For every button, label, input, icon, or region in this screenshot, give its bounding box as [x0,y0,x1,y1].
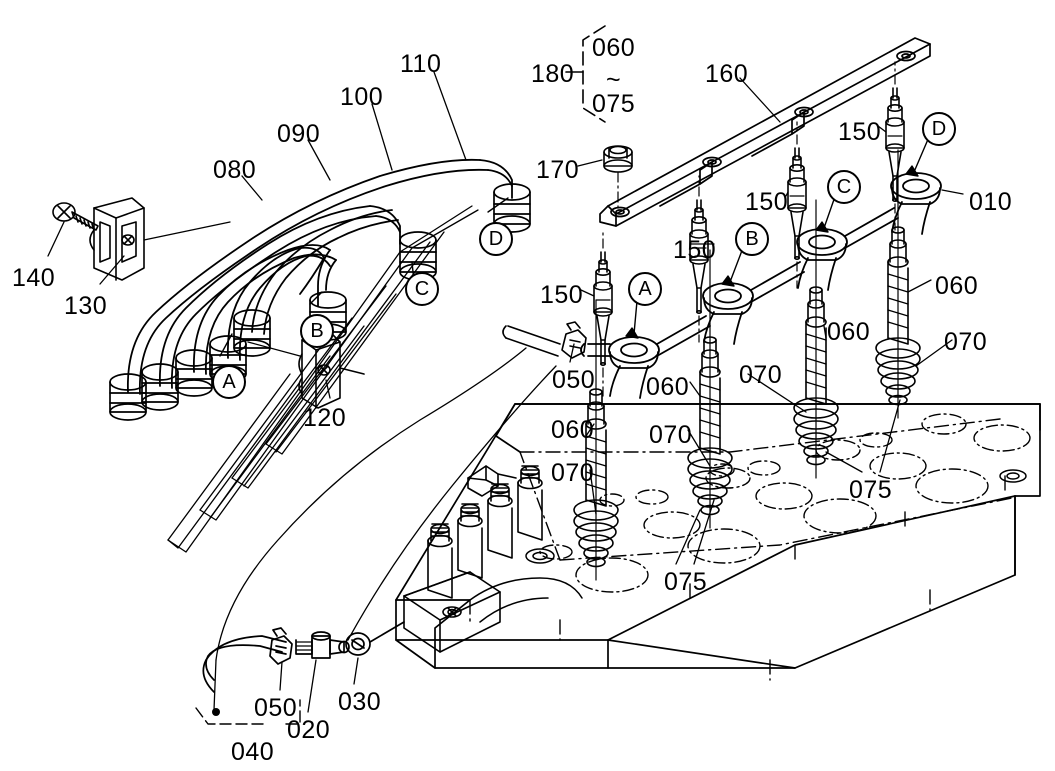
circled-ref-d-pipe: D [479,222,513,256]
circled-ref-b: B [735,222,769,256]
nut-170 [603,145,633,213]
callout-050-clip-upper: 050 [552,366,596,394]
callout-150-glow-plug-a: 150 [540,281,584,309]
screw-140 [52,202,99,231]
callout-080-injection-pipe-1: 080 [213,156,257,184]
injection-nozzle-c [793,199,839,479]
callout-180-range-tilde: ~ [606,66,622,94]
callout-075-seal-right: 075 [849,476,893,504]
callout-075-seal-left: 075 [664,568,708,596]
pipe-pump-union-nuts [109,309,271,421]
callout-140-screw: 140 [12,264,56,292]
circled-ref-leaders [219,129,933,357]
overflow-hose-040 [195,621,405,725]
callout-170-nut: 170 [536,156,580,184]
callout-180-group-bracket: 180 [531,60,575,88]
head-port-circles [539,413,1031,593]
assembly-guide-lines [213,347,557,711]
callout-070-gasket-left: 070 [649,421,693,449]
callout-060-nozzle-mid: 060 [827,318,871,346]
callout-120-clamp-lower: 120 [303,404,347,432]
callout-010-nozzle-holder: 010 [969,188,1013,216]
injection-nozzle-b [687,249,733,529]
callout-160-clamp-bar: 160 [705,60,749,88]
glow-plug-d-150 [885,61,905,231]
injection-pipes-group [127,158,513,395]
head-deck-contour [469,418,1013,681]
head-bore-rings [469,469,1027,623]
callout-070-gasket-mid: 070 [739,361,783,389]
callout-150-glow-plug-c: 150 [745,188,789,216]
callout-110-injection-pipe-4: 110 [400,50,442,78]
callout-090-injection-pipe-2: 090 [277,120,321,148]
callout-180-range-end: 075 [592,90,636,118]
circled-ref-c: C [827,170,861,204]
engine-cylinder-head [395,403,1041,669]
callout-070-gasket-right: 070 [944,328,988,356]
circled-ref-a: A [628,272,662,306]
pipe-union-nuts [309,183,531,341]
glow-plug-b-150 [689,175,709,343]
circled-ref-d: D [922,112,956,146]
phantom-assembly-outline [167,205,479,553]
glow-plug-c-150 [787,121,807,289]
glow-plug-clamp-bar-160 [599,37,931,227]
callout-180-range-start: 060 [592,34,636,62]
callout-070-gasket-front: 070 [551,459,595,487]
callout-060-nozzle-left: 060 [646,373,690,401]
callout-100-injection-pipe-3: 100 [340,83,384,111]
circled-ref-c-pipe: C [405,272,439,306]
pipe-clamp-130 [89,197,145,281]
injection-pump-assembly [403,465,543,653]
injection-nozzle-a [573,299,619,581]
callout-060-nozzle-front: 060 [551,416,595,444]
callout-020-joint: 020 [287,716,331,744]
leader-lines [47,71,964,713]
callout-150-glow-plug-d: 150 [838,118,882,146]
callout-050-clip-lower: 050 [254,694,298,722]
callout-030-washer: 030 [338,688,382,716]
group-bracket-180 [582,25,606,123]
glow-plug-a-150 [593,231,613,397]
callout-150-glow-plug-b: 150 [673,236,717,264]
circled-ref-b-pipe: B [300,314,334,348]
callout-060-nozzle-right: 060 [935,272,979,300]
callout-040-overflow-pipe: 040 [231,738,275,766]
circled-ref-a-pipe: A [212,365,246,399]
hose-clip-050-upper [502,321,587,359]
injection-nozzle-d [875,149,921,419]
callout-130-clamp-upper: 130 [64,292,108,320]
